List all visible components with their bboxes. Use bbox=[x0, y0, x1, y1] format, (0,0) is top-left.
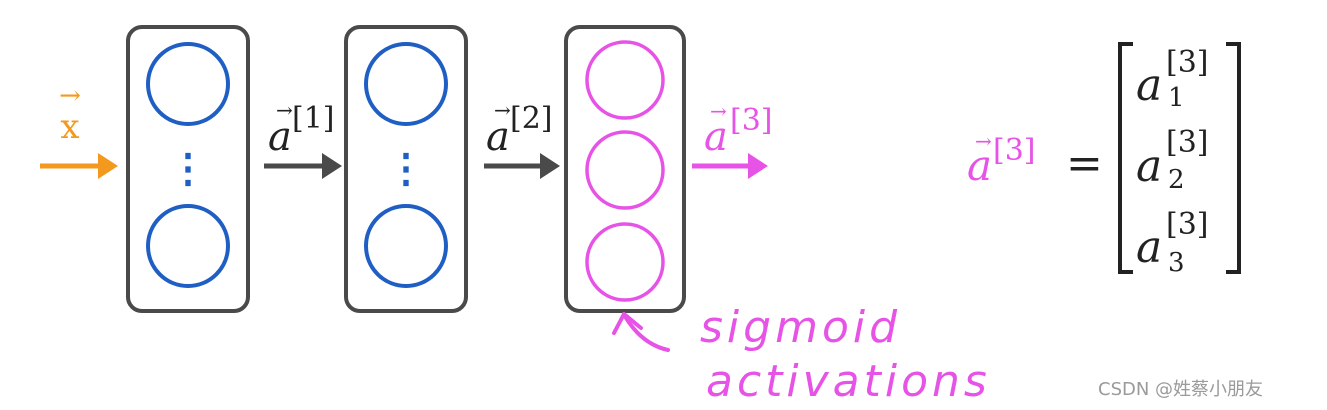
equation-lhs-superscript: [3] bbox=[993, 133, 1036, 168]
output-vector-mark: → bbox=[710, 99, 727, 123]
annotation-pointer-head bbox=[612, 312, 643, 335]
input-arrow bbox=[40, 153, 118, 179]
layer-1-unit-2 bbox=[146, 204, 230, 288]
arrow-a2-superscript: [2] bbox=[510, 101, 553, 136]
matrix-right-bracket bbox=[1226, 42, 1241, 274]
output-unit-2 bbox=[585, 130, 665, 210]
output-arrow: → a [3] bbox=[692, 99, 773, 179]
arrow-a1: → a [1] bbox=[264, 98, 342, 179]
layer-2-box: ⋮ bbox=[344, 25, 468, 313]
output-layer-box bbox=[564, 25, 686, 313]
output-a-base: a bbox=[704, 114, 728, 160]
input-label: → x bbox=[59, 81, 81, 147]
arrow-a2: → a [2] bbox=[484, 98, 560, 179]
layer-1-ellipsis: ⋮ bbox=[168, 145, 208, 192]
entry-3-superscript: [3] bbox=[1166, 207, 1209, 242]
watermark: CSDN @姓蔡小朋友 bbox=[1098, 379, 1264, 400]
entry-2-superscript: [3] bbox=[1166, 125, 1209, 160]
equation-lhs-base: a bbox=[967, 141, 992, 190]
arrow-a1-base: a bbox=[268, 114, 292, 160]
entry-2-base: a bbox=[1136, 141, 1162, 192]
input-vector-mark: → bbox=[59, 81, 81, 111]
arrow-a2-vector-mark: → bbox=[494, 98, 511, 122]
arrow-a1-superscript: [1] bbox=[292, 101, 335, 136]
output-superscript: [3] bbox=[730, 103, 773, 138]
layer-1-box: ⋮ bbox=[126, 25, 250, 313]
annotation-pointer bbox=[624, 316, 670, 352]
annotation-line-2: activations bbox=[706, 356, 991, 407]
output-unit-1 bbox=[585, 40, 665, 120]
entry-1-superscript: [3] bbox=[1166, 45, 1209, 80]
entry-3-base: a bbox=[1136, 222, 1162, 273]
matrix-entry-1: a 1 [3] bbox=[1136, 45, 1209, 113]
entry-3-subscript: 3 bbox=[1168, 248, 1185, 278]
annotation-line-1: sigmoid bbox=[700, 302, 901, 353]
input-x-label: x bbox=[60, 107, 79, 147]
output-unit-3 bbox=[585, 222, 665, 302]
layer-2-unit-2 bbox=[364, 204, 448, 288]
layer-2-ellipsis: ⋮ bbox=[386, 145, 426, 192]
entry-1-subscript: 1 bbox=[1168, 83, 1185, 113]
entry-2-subscript: 2 bbox=[1168, 165, 1185, 195]
matrix-entry-3: a 3 [3] bbox=[1136, 207, 1209, 278]
matrix-entry-2: a 2 [3] bbox=[1136, 125, 1209, 195]
arrow-a1-vector-mark: → bbox=[276, 98, 293, 122]
equals-sign: = bbox=[1066, 138, 1103, 189]
equation-lhs-vector-mark: → bbox=[975, 129, 992, 153]
matrix-left-bracket bbox=[1118, 42, 1133, 274]
entry-1-base: a bbox=[1136, 60, 1162, 111]
layer-1-unit-1 bbox=[146, 42, 230, 126]
output-equation: → a [3] = a 1 [3] a 2 [3] a 3 [3] bbox=[967, 42, 1241, 278]
arrow-a2-base: a bbox=[486, 114, 510, 160]
layer-2-unit-1 bbox=[364, 42, 448, 126]
sigmoid-annotation: sigmoid activations bbox=[612, 302, 991, 407]
